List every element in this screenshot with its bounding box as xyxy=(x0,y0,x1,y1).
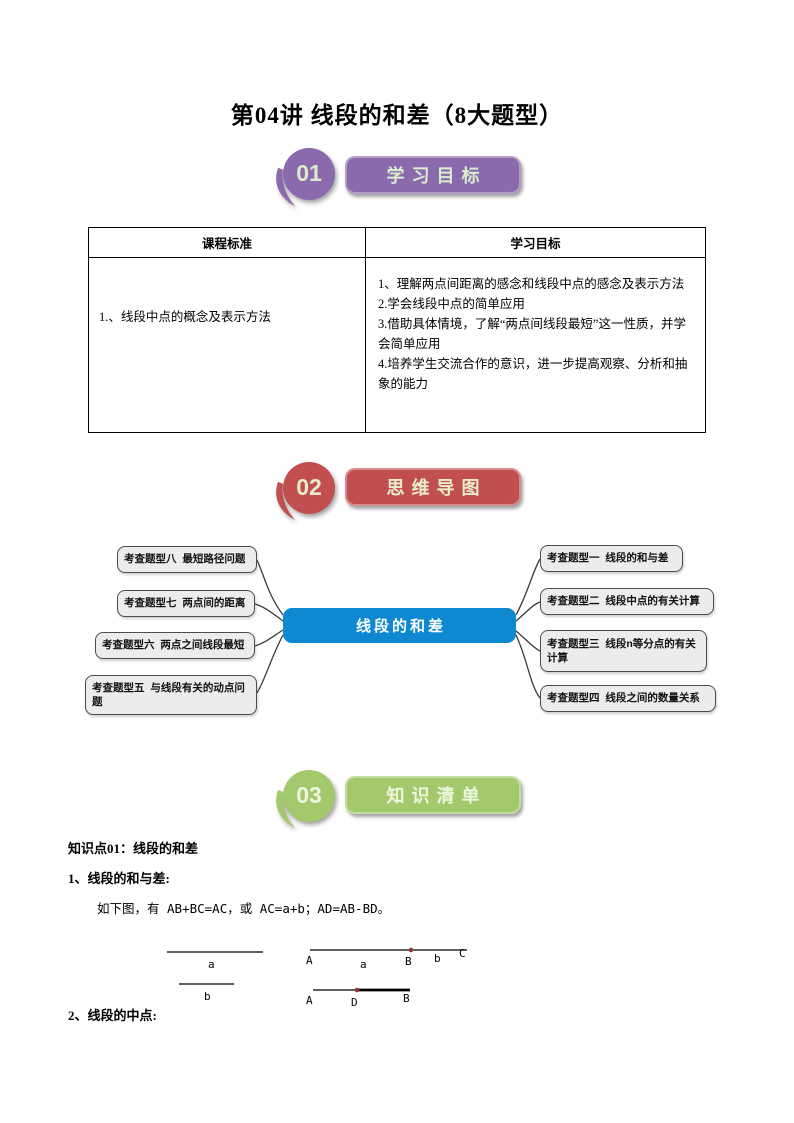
mindmap-node-type8: 考查题型八 最短路径问题 xyxy=(117,546,257,573)
label-D: D xyxy=(351,996,358,1009)
mindmap-center-node: 线段的和差 xyxy=(283,608,516,643)
knowledge-item1-text: 如下图，有 AB+BC=AC，或 AC=a+b；AD=AB-BD。 xyxy=(97,901,391,916)
segment-diagrams: a b A a B b C A D B xyxy=(167,947,467,1009)
mindmap-connector-lines xyxy=(254,558,541,699)
learning-goals-table: 课程标准 学习目标 1.、线段中点的概念及表示方法 1、理解两点间距离的感念和线… xyxy=(88,227,706,433)
teardrop-badge-icon xyxy=(276,770,335,828)
learning-goal-cell: 1、理解两点间距离的感念和线段中点的感念及表示方法 2.学会线段中点的简单应用 … xyxy=(365,257,706,433)
header-course-standard: 课程标准 xyxy=(88,227,366,258)
section-01-number: 01 xyxy=(296,160,322,186)
label-b: b xyxy=(434,952,441,965)
course-standard-cell: 1.、线段中点的概念及表示方法 xyxy=(88,257,366,433)
label-a: a xyxy=(360,958,367,971)
section-03-badge: 03 xyxy=(272,766,336,830)
section-02-title: 思维导图 xyxy=(345,468,521,506)
segment-b-label: b xyxy=(204,990,211,1003)
point-D-dot xyxy=(354,987,360,993)
label-B: B xyxy=(405,955,412,968)
section-01-badge: 01 xyxy=(272,144,336,208)
goal-line-2: 2.学会线段中点的简单应用 xyxy=(378,297,525,311)
section-02-number: 02 xyxy=(296,474,322,500)
label-C: C xyxy=(459,947,466,960)
goal-line-3: 3.借助具体情境，了解“两点间线段最短”这一性质，并学会简单应用 xyxy=(378,317,686,351)
section-03-title: 知识清单 xyxy=(345,776,521,814)
mindmap-node-type4: 考查题型四 线段之间的数量关系 xyxy=(540,685,716,712)
header-learning-goal: 学习目标 xyxy=(365,227,706,258)
knowledge-item1-heading: 1、线段的和与差: xyxy=(68,871,170,886)
label-A2: A xyxy=(306,994,313,1007)
teardrop-badge-icon xyxy=(276,462,335,520)
section-01-title: 学习目标 xyxy=(345,156,521,194)
knowledge-item2-heading: 2、线段的中点: xyxy=(68,1008,157,1023)
goal-line-1: 1、理解两点间距离的感念和线段中点的感念及表示方法 xyxy=(378,277,685,291)
mindmap-node-type6: 考查题型六 两点之间线段最短 xyxy=(95,632,255,659)
label-B2: B xyxy=(403,992,410,1005)
point-B-dot xyxy=(408,947,414,953)
mindmap-node-type2: 考查题型二 线段中点的有关计算 xyxy=(540,588,714,615)
mind-map: 考查题型八 最短路径问题 考查题型七 两点间的距离 考查题型六 两点之间线段最短… xyxy=(0,535,794,735)
teardrop-badge-icon xyxy=(276,148,335,206)
mindmap-node-type5: 考查题型五 与线段有关的动点问题 xyxy=(85,675,257,715)
mindmap-node-type1: 考查题型一 线段的和与差 xyxy=(540,545,683,572)
section-03-number: 03 xyxy=(296,782,322,808)
mindmap-node-type7: 考查题型七 两点间的距离 xyxy=(117,590,255,617)
mindmap-node-type3: 考查题型三 线段n等分点的有关计算 xyxy=(540,630,707,672)
segment-a-label: a xyxy=(208,958,215,971)
goal-line-4: 4.培养学生交流合作的意识，进一步提高观察、分析和抽象的能力 xyxy=(378,357,688,391)
table-header-row: 课程标准 学习目标 xyxy=(88,227,706,258)
table-body-row: 1.、线段中点的概念及表示方法 1、理解两点间距离的感念和线段中点的感念及表示方… xyxy=(88,257,706,433)
page-title: 第04讲 线段的和差（8大题型） xyxy=(230,103,564,128)
label-A: A xyxy=(306,954,313,967)
section-02-badge: 02 xyxy=(272,458,336,522)
knowledge-point-heading: 知识点01：线段的和差 xyxy=(68,841,199,856)
